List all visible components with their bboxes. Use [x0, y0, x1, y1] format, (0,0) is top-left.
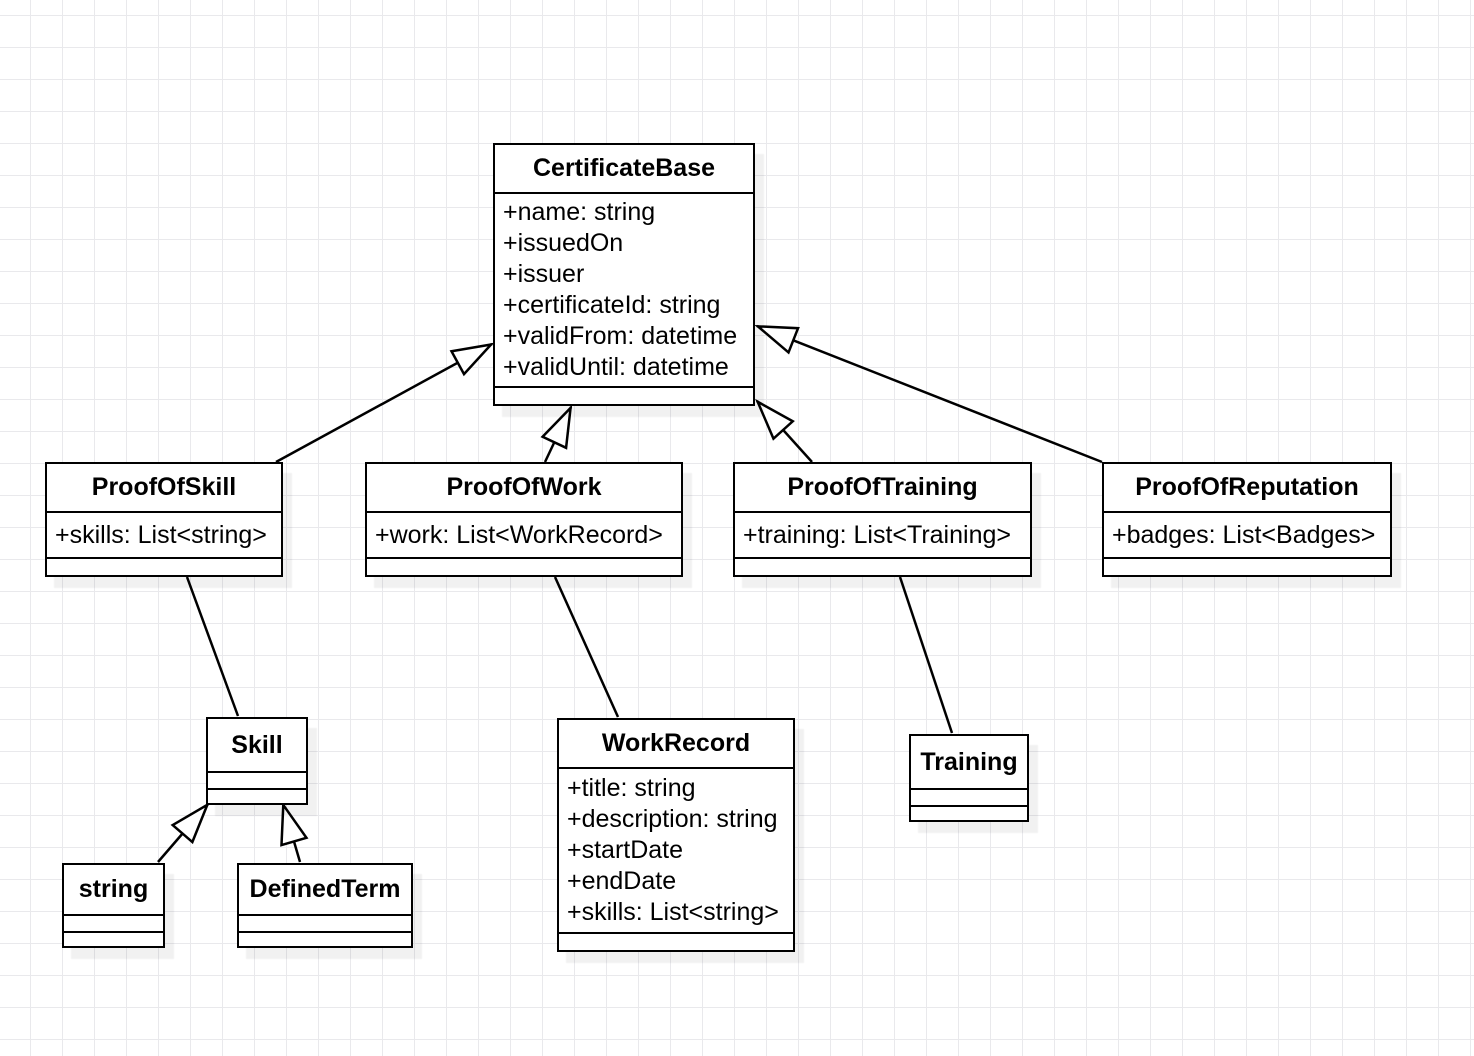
- class-attributes-empty: [911, 788, 1027, 805]
- class-attribute: +validUntil: datetime: [503, 353, 729, 381]
- class-string[interactable]: string: [62, 863, 165, 948]
- class-attribute: +issuer: [503, 260, 585, 288]
- class-attributes: +work: List<WorkRecord>: [367, 511, 681, 557]
- class-attribute: +certificateId: string: [503, 291, 721, 319]
- class-methods-empty: [208, 788, 306, 803]
- class-methods-empty: [47, 557, 281, 575]
- edge-proofofskill-to-skill[interactable]: [185, 576, 240, 717]
- class-attributes-empty: [239, 914, 411, 931]
- edge-proofofwork-to-workrecord[interactable]: [553, 576, 620, 718]
- class-attribute: +name: string: [503, 198, 656, 226]
- class-attribute: +startDate: [567, 836, 684, 864]
- edge-proofofskill-to-certificatebase[interactable]: [275, 342, 495, 464]
- class-attribute: +issuedOn: [503, 229, 624, 257]
- edge-proofoftraining-to-training[interactable]: [898, 576, 954, 734]
- class-attribute: +title: string: [567, 774, 696, 802]
- edge-proofoftraining-to-certificatebase[interactable]: [755, 398, 813, 463]
- class-proofofreputation[interactable]: ProofOfReputation +badges: List<Badges>: [1102, 462, 1392, 577]
- class-workrecord[interactable]: WorkRecord +title: string +description: …: [557, 718, 795, 952]
- class-proofofwork[interactable]: ProofOfWork +work: List<WorkRecord>: [365, 462, 683, 577]
- class-title: DefinedTerm: [249, 875, 401, 903]
- class-methods-empty: [1104, 557, 1390, 575]
- class-attributes: +training: List<Training>: [735, 511, 1030, 557]
- class-attribute: +validFrom: datetime: [503, 322, 738, 350]
- class-attributes-empty: [64, 914, 163, 931]
- class-title: Skill: [231, 730, 283, 759]
- class-attributes: +title: string +description: string +sta…: [559, 767, 793, 932]
- class-attribute: +endDate: [567, 867, 677, 895]
- class-title: Training: [920, 747, 1018, 776]
- class-methods-empty: [495, 386, 753, 404]
- class-methods-empty: [735, 557, 1030, 575]
- class-attribute: +work: List<WorkRecord>: [375, 520, 663, 549]
- edge-definedterm-to-skill[interactable]: [280, 801, 309, 863]
- class-attributes: +name: string +issuedOn +issuer +certifi…: [495, 192, 753, 386]
- class-attribute: +badges: List<Badges>: [1112, 520, 1376, 549]
- class-methods-empty: [367, 557, 681, 575]
- class-title: WorkRecord: [601, 729, 751, 757]
- class-attributes: +skills: List<string>: [47, 511, 281, 557]
- class-attributes-empty: [208, 771, 306, 788]
- class-methods-empty: [64, 931, 163, 946]
- class-title: ProofOfReputation: [1135, 473, 1359, 501]
- class-proofoftraining[interactable]: ProofOfTraining +training: List<Training…: [733, 462, 1032, 577]
- class-skill[interactable]: Skill: [206, 717, 308, 805]
- class-methods-empty: [559, 932, 793, 950]
- class-methods-empty: [239, 931, 411, 946]
- class-attributes: +badges: List<Badges>: [1104, 511, 1390, 557]
- class-attribute: +training: List<Training>: [743, 520, 1011, 549]
- class-certificatebase[interactable]: CertificateBase +name: string +issuedOn …: [493, 143, 755, 406]
- class-definedterm[interactable]: DefinedTerm: [237, 863, 413, 948]
- edge-string-to-skill[interactable]: [157, 801, 210, 863]
- class-title: string: [78, 875, 149, 903]
- class-training[interactable]: Training: [909, 734, 1029, 822]
- class-title: ProofOfTraining: [787, 473, 978, 501]
- edge-proofofwork-to-certificatebase[interactable]: [540, 404, 573, 463]
- class-attribute: +description: string: [567, 805, 778, 833]
- class-methods-empty: [911, 805, 1027, 820]
- class-title: ProofOfWork: [446, 473, 602, 501]
- class-attribute: +skills: List<string>: [55, 520, 267, 549]
- edge-proofofreputation-to-certificatebase[interactable]: [754, 324, 1103, 464]
- class-attribute: +skills: List<string>: [567, 898, 779, 926]
- class-proofofskill[interactable]: ProofOfSkill +skills: List<string>: [45, 462, 283, 577]
- class-title: ProofOfSkill: [91, 473, 237, 501]
- class-title: CertificateBase: [532, 154, 716, 182]
